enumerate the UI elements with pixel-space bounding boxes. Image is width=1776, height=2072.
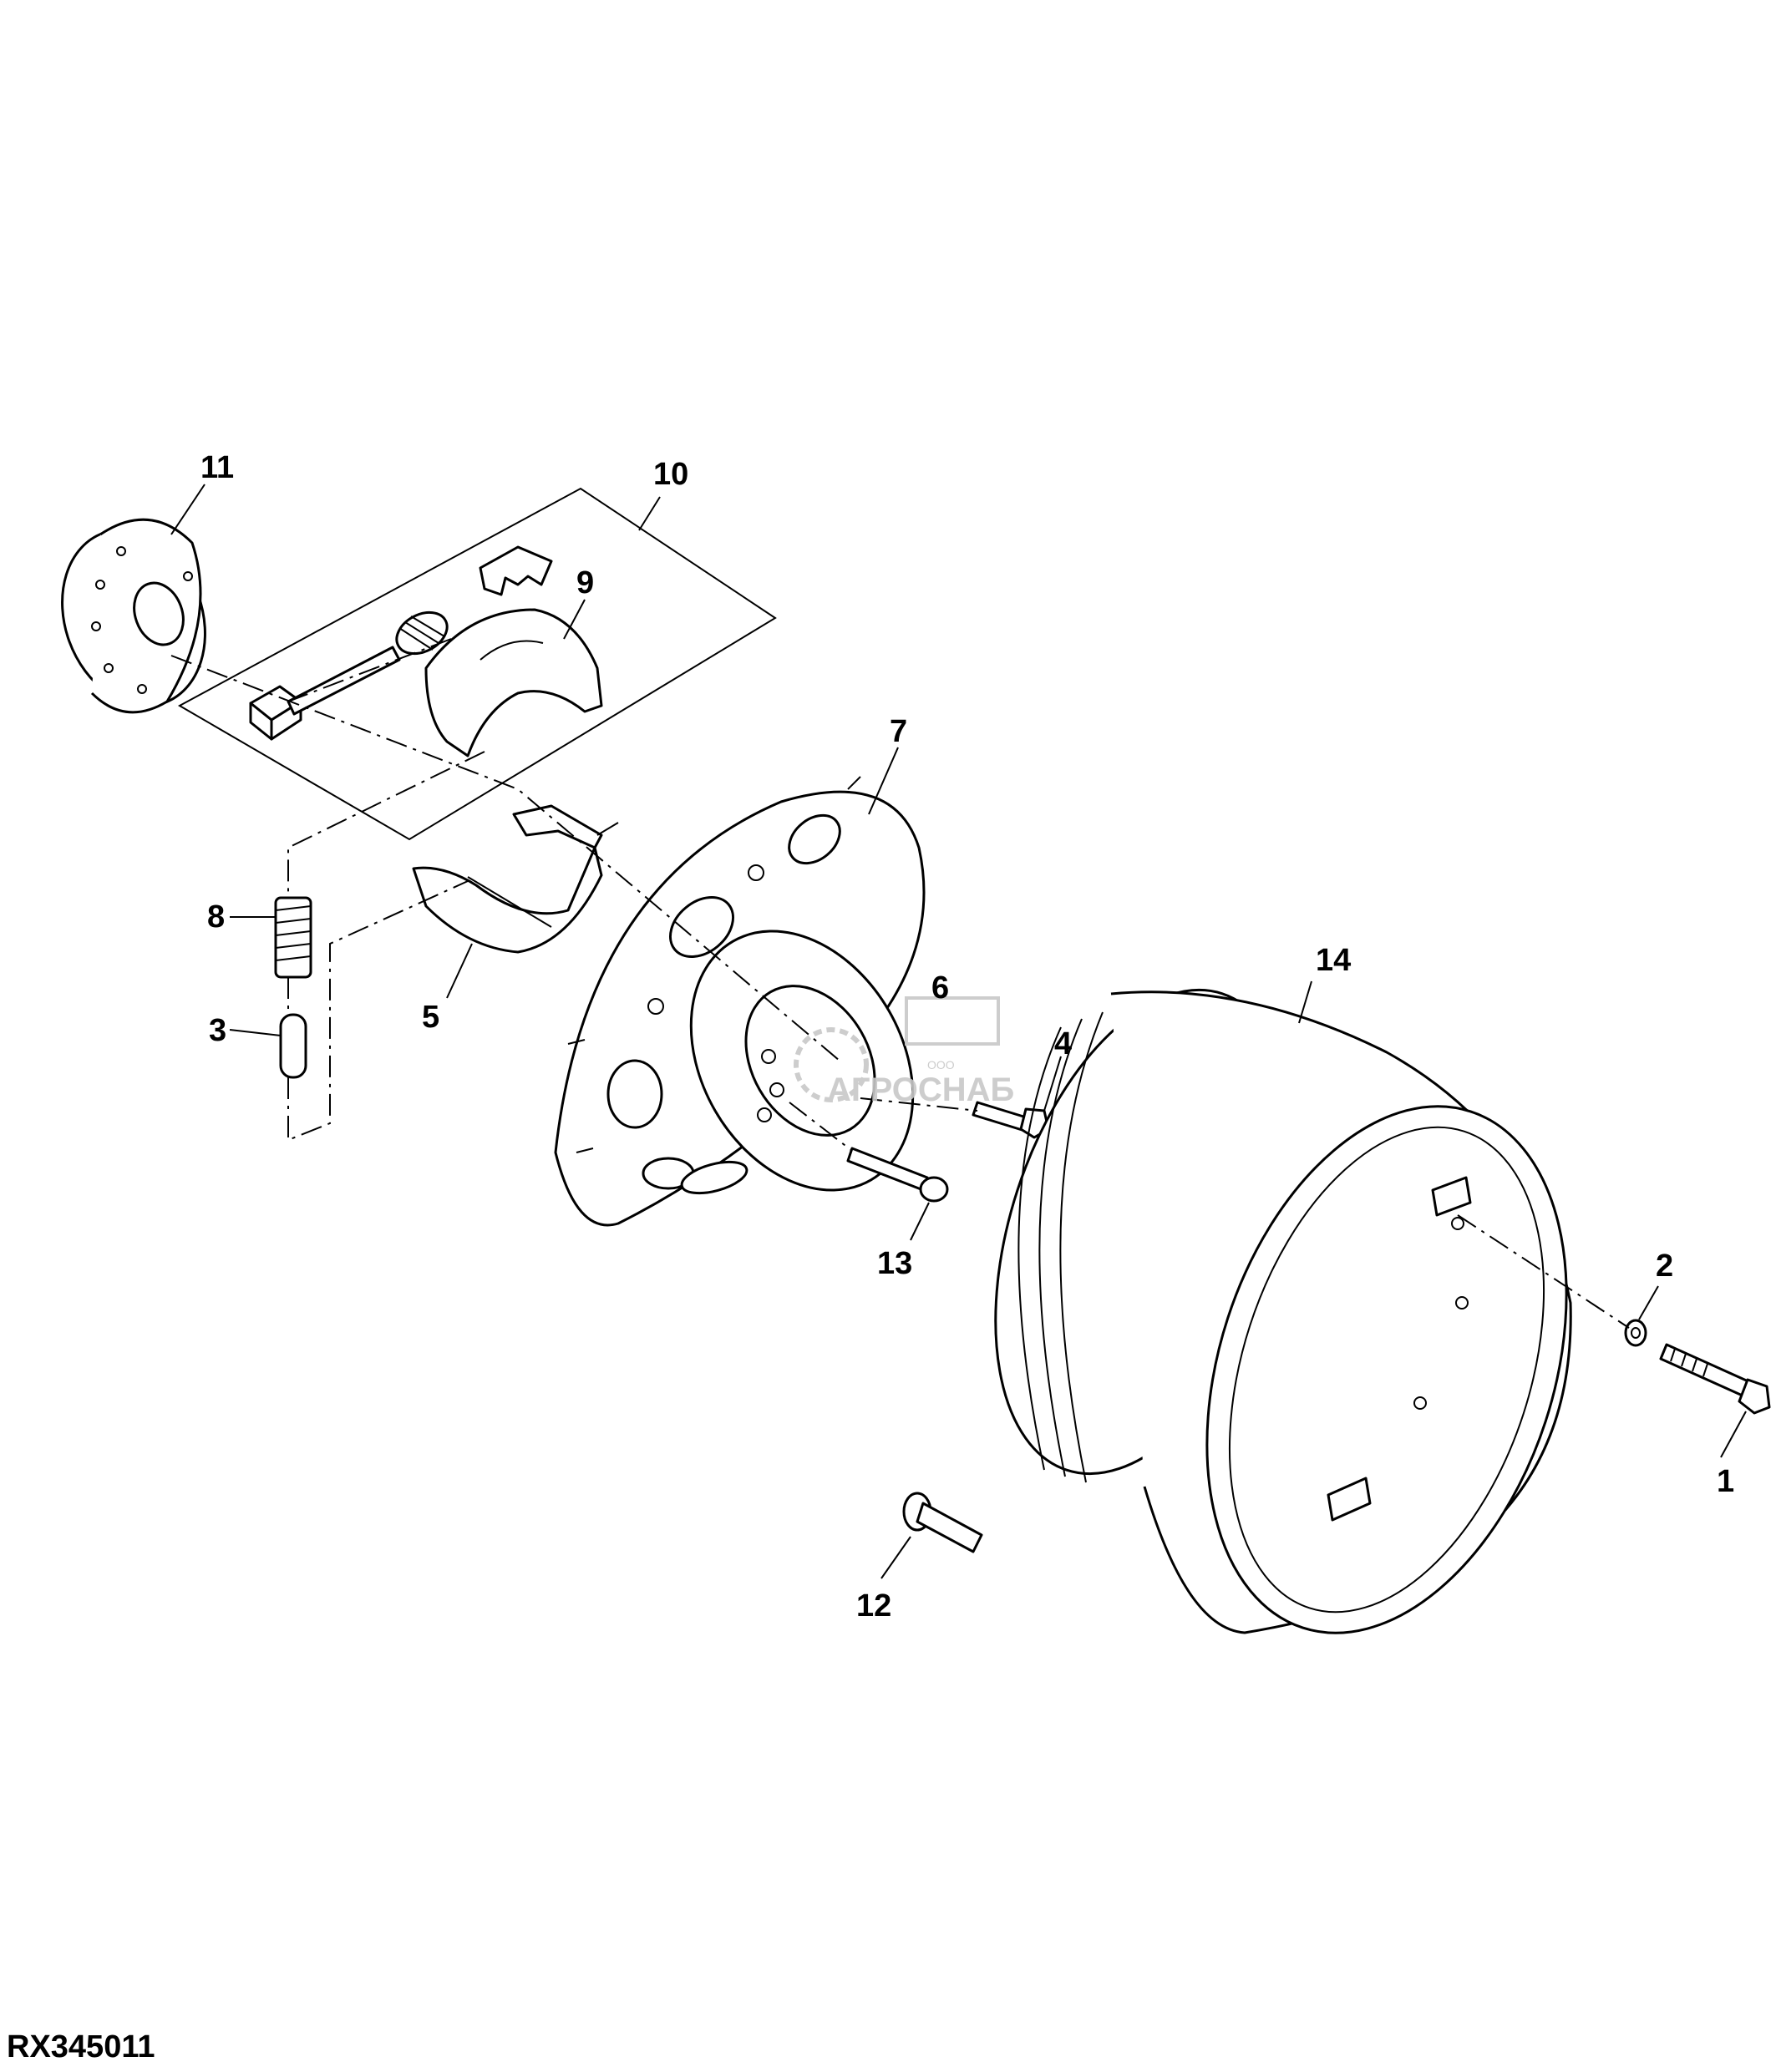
assembly-centerlines — [170, 638, 1630, 1329]
bracket-part — [424, 608, 603, 757]
hub-bolt-part — [972, 1101, 1050, 1139]
valve-stem-part — [902, 1492, 983, 1553]
watermark-brand: АГРОСНАБ — [827, 1071, 1014, 1108]
figure-id: RX345011 — [7, 2029, 155, 2064]
stud-bolt-part — [846, 1147, 949, 1203]
dowel-pin-part — [279, 1013, 307, 1079]
callout-3: 3 — [209, 1013, 226, 1048]
callout-5: 5 — [422, 1000, 439, 1035]
spring-part — [274, 896, 312, 979]
callout-6: 6 — [931, 970, 949, 1006]
wheel-rim-part — [994, 988, 1572, 1634]
watermark-logo: ООО АГРОСНАБ — [794, 996, 1014, 1108]
callout-leaders — [170, 484, 1747, 1579]
callout-11: 11 — [200, 450, 234, 485]
washer-part — [1624, 1319, 1647, 1347]
adapter-flange-part — [61, 518, 206, 714]
callout-2: 2 — [1656, 1249, 1673, 1284]
callout-1: 1 — [1717, 1464, 1734, 1499]
shift-clip-part — [479, 545, 553, 596]
callout-9: 9 — [576, 565, 594, 600]
rim-bolt-part — [1659, 1343, 1771, 1415]
callout-7: 7 — [890, 714, 907, 749]
watermark-prefix: ООО — [927, 1058, 955, 1071]
half-collar-part — [412, 804, 603, 954]
callout-8: 8 — [207, 899, 225, 935]
kit-outline-box — [177, 487, 777, 841]
callout-13: 13 — [877, 1246, 912, 1281]
callout-labels: 1 2 3 4 5 6 7 8 9 10 11 12 13 14 — [200, 450, 1734, 1624]
wheel-hub-part — [554, 776, 926, 1227]
drive-shaft-part — [249, 610, 449, 741]
callout-4: 4 — [1054, 1026, 1072, 1061]
callout-10: 10 — [653, 457, 688, 492]
callout-12: 12 — [856, 1588, 891, 1624]
callout-14: 14 — [1316, 943, 1351, 978]
